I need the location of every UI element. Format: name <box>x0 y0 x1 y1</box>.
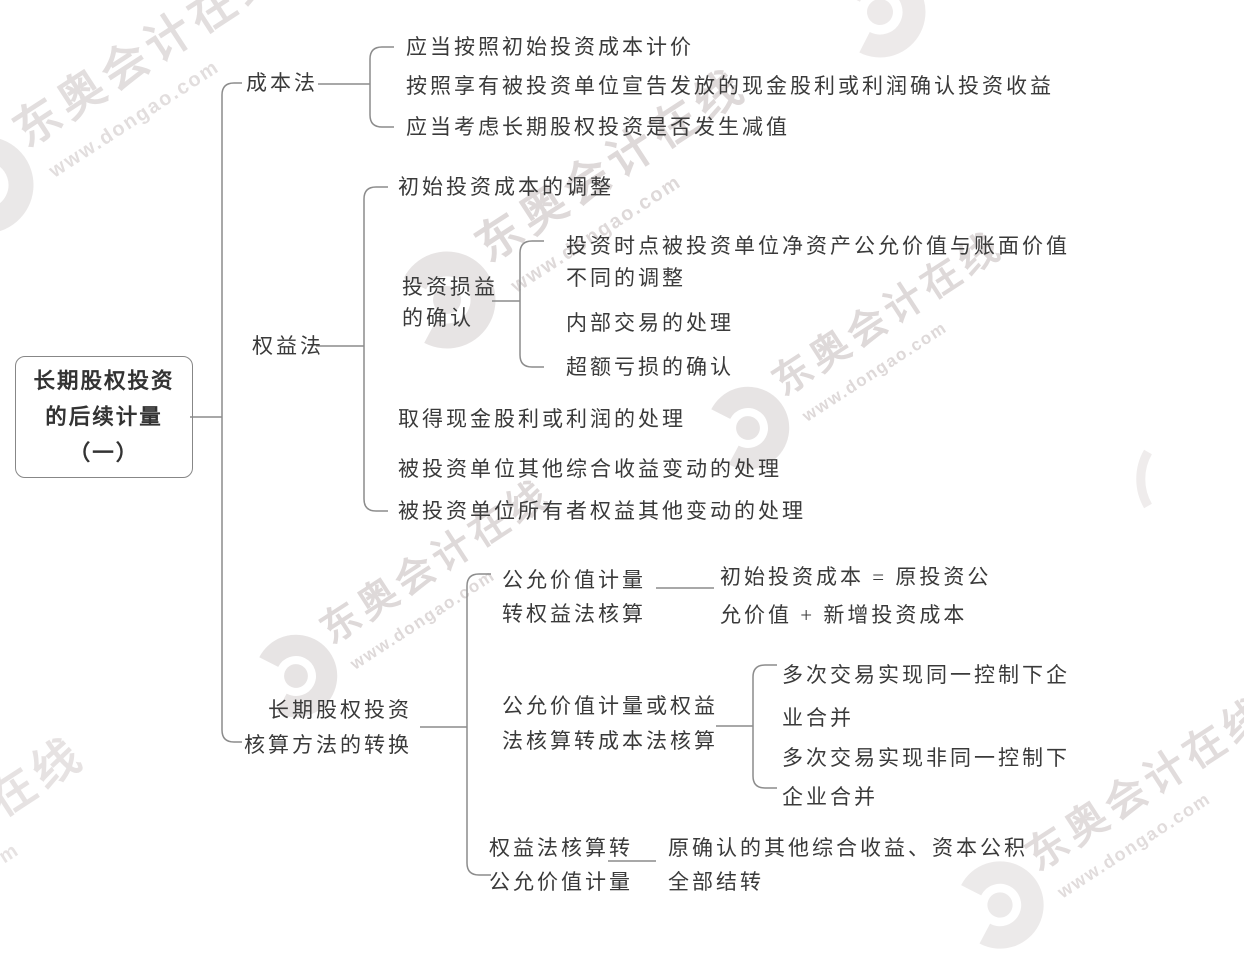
fv-to-equity-line-2: 转权益法核算 <box>502 602 646 626</box>
root-node: 长期股权投资 的后续计量 （一） <box>15 356 193 478</box>
leaf-initial-cost-adjustment: 初始投资成本的调整 <box>398 175 614 199</box>
watermark-top-center <box>834 0 926 58</box>
conversion-label-line-2: 核算方法的转换 <box>244 733 412 757</box>
leaf-other-comprehensive-income: 被投资单位其他综合收益变动的处理 <box>398 457 782 481</box>
connector-to-cost-bracket <box>752 664 777 789</box>
leaf-same-control-merger: 多次交易实现同一控制下企 业合并 <box>782 654 1070 740</box>
leaf-cost-impairment: 应当考虑长期股权投资是否发生减值 <box>406 115 790 139</box>
node-profit-loss-label: 投资损益 的确认 <box>402 272 498 334</box>
leaf-cost-dividend-income: 按照享有被投资单位宣告发放的现金股利或利润确认投资收益 <box>406 74 1054 98</box>
watermark-bottom-left: 东奥会计在线 www.dongao.com <box>0 727 94 960</box>
to-cost-line-1: 公允价值计量或权益 <box>502 694 718 718</box>
fv-vs-book-line-2: 不同的调整 <box>566 266 686 290</box>
root-line-3: （一） <box>68 441 140 465</box>
conversion-label-line-1: 长期股权投资 <box>268 698 412 722</box>
connector-profit-loss-bracket <box>519 240 544 368</box>
profit-loss-label-line-2: 的确认 <box>402 306 474 330</box>
same-control-line-2: 业合并 <box>782 706 854 730</box>
svg-text:东奥会计在线: 东奥会计在线 <box>0 727 94 940</box>
profit-loss-label-line-1: 投资损益 <box>402 275 498 299</box>
equity-to-fv-note-line-1: 原确认的其他综合收益、资本公积 <box>668 836 1028 860</box>
equity-to-fv-line-2: 公允价值计量 <box>489 870 633 894</box>
connector-main-bracket <box>221 82 242 743</box>
connector-lines <box>190 46 777 876</box>
branch-method-conversion-label: 长期股权投资 核算方法的转换 <box>236 693 412 763</box>
leaf-excess-loss: 超额亏损的确认 <box>566 355 734 379</box>
fv-vs-book-line-1: 投资时点被投资单位净资产公允价值与账面价值 <box>566 234 1070 258</box>
fv-to-equity-note-line-1: 初始投资成本 = 原投资公 <box>720 565 992 589</box>
connector-equity-bracket <box>363 186 388 512</box>
node-equity-to-fv-label: 权益法核算转 公允价值计量 <box>489 831 633 899</box>
equity-to-fv-line-1: 权益法核算转 <box>489 836 633 860</box>
branch-equity-method-label: 权益法 <box>252 334 324 358</box>
svg-text:www.dongao.com: www.dongao.com <box>0 839 24 960</box>
non-same-control-line-1: 多次交易实现非同一控制下 <box>782 746 1070 770</box>
leaf-internal-transactions: 内部交易的处理 <box>566 311 734 335</box>
note-fv-to-equity-formula: 初始投资成本 = 原投资公 允价值 + 新增投资成本 <box>720 558 991 634</box>
to-cost-line-2: 法核算转成本法核算 <box>502 729 718 753</box>
note-equity-to-fv-carryforward: 原确认的其他综合收益、资本公积 全部结转 <box>668 831 1028 899</box>
leaf-non-same-control-merger: 多次交易实现非同一控制下 企业合并 <box>782 739 1070 817</box>
leaf-cash-dividend-treatment: 取得现金股利或利润的处理 <box>398 407 686 431</box>
fv-to-equity-line-1: 公允价值计量 <box>502 568 646 592</box>
connector-conversion-bracket <box>466 573 491 876</box>
branch-cost-method-label: 成本法 <box>246 71 318 95</box>
connector-cost-bracket <box>369 46 394 128</box>
root-line-1: 长期股权投资 <box>33 369 175 393</box>
fv-to-equity-note-line-2: 允价值 + 新增投资成本 <box>720 603 968 627</box>
watermark-top-left: 东奥会计在线 www.dongao.com <box>0 0 294 234</box>
root-line-2: 的后续计量 <box>45 405 163 429</box>
leaf-cost-initial-measurement: 应当按照初始投资成本计价 <box>406 35 694 59</box>
watermark-right-edge-arc <box>1136 449 1152 509</box>
node-fv-to-equity-label: 公允价值计量 转权益法核算 <box>502 563 646 631</box>
same-control-line-1: 多次交易实现同一控制下企 <box>782 663 1070 687</box>
non-same-control-line-2: 企业合并 <box>782 785 878 809</box>
equity-to-fv-note-line-2: 全部结转 <box>668 870 764 894</box>
leaf-fair-value-vs-book-adjustment: 投资时点被投资单位净资产公允价值与账面价值 不同的调整 <box>566 230 1070 294</box>
leaf-other-equity-changes: 被投资单位所有者权益其他变动的处理 <box>398 499 806 523</box>
node-to-cost-method-label: 公允价值计量或权益 法核算转成本法核算 <box>502 689 718 759</box>
